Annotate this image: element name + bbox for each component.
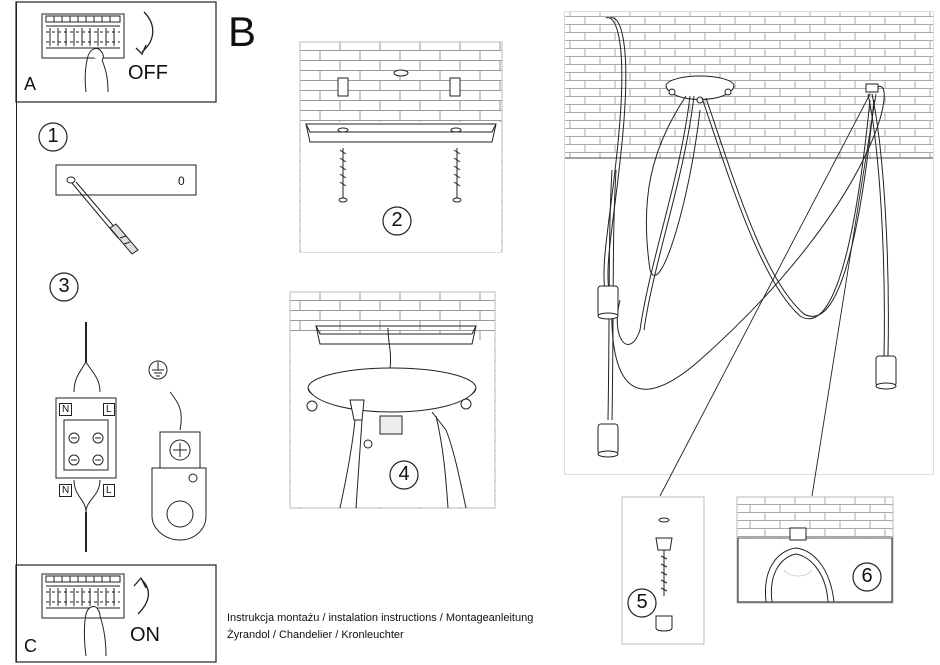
panel-4-canopy-mounting	[289, 291, 496, 509]
step-3-number: 3	[58, 275, 70, 297]
caption-line-2: Żyrandol / Chandelier / Kronleuchter	[227, 629, 404, 641]
step-4-number: 4	[398, 463, 410, 485]
step-2-number: 2	[391, 209, 403, 231]
power-off-label: OFF	[128, 62, 168, 84]
power-on-label: ON	[130, 624, 160, 646]
breaker-row-top	[45, 15, 121, 23]
terminal-n-top: N	[59, 403, 73, 416]
breaker-box-off	[41, 13, 125, 93]
step-2-circle	[382, 206, 412, 236]
panel-label-a: A	[24, 74, 37, 94]
terminal-l-top: L	[103, 403, 115, 416]
step1-mounting-plate	[55, 164, 197, 196]
plate-zero-mark: 0	[178, 174, 185, 188]
step-1-circle	[38, 122, 68, 152]
step-4-circle	[389, 460, 419, 490]
step-5-number: 5	[636, 591, 648, 613]
caption-line-1: Instrukcja montażu / instalation instruc…	[227, 612, 534, 624]
step-5-circle	[627, 588, 657, 618]
terminal-l-bottom: L	[103, 484, 115, 497]
panel-a-box	[15, 1, 217, 103]
step-1-number: 1	[47, 125, 59, 147]
panel-label-b: B	[228, 8, 257, 55]
arrow-down-icon	[135, 11, 154, 56]
arrow-up-icon	[133, 576, 149, 615]
step-3-circle	[49, 272, 79, 302]
terminal-n-bottom: N	[59, 484, 73, 497]
step-6-circle	[852, 562, 882, 592]
panel-c-box	[15, 564, 217, 663]
breaker-box-on	[41, 573, 125, 657]
terminal-block	[55, 322, 117, 552]
panel-label-c: C	[24, 636, 37, 656]
ground-connector	[148, 360, 207, 541]
left-frame-line	[16, 2, 17, 662]
screwdriver-icon	[71, 181, 139, 255]
step-6-number: 6	[861, 565, 873, 587]
chandelier-scene	[564, 11, 934, 497]
panel-5-hook-mounting	[621, 496, 705, 645]
